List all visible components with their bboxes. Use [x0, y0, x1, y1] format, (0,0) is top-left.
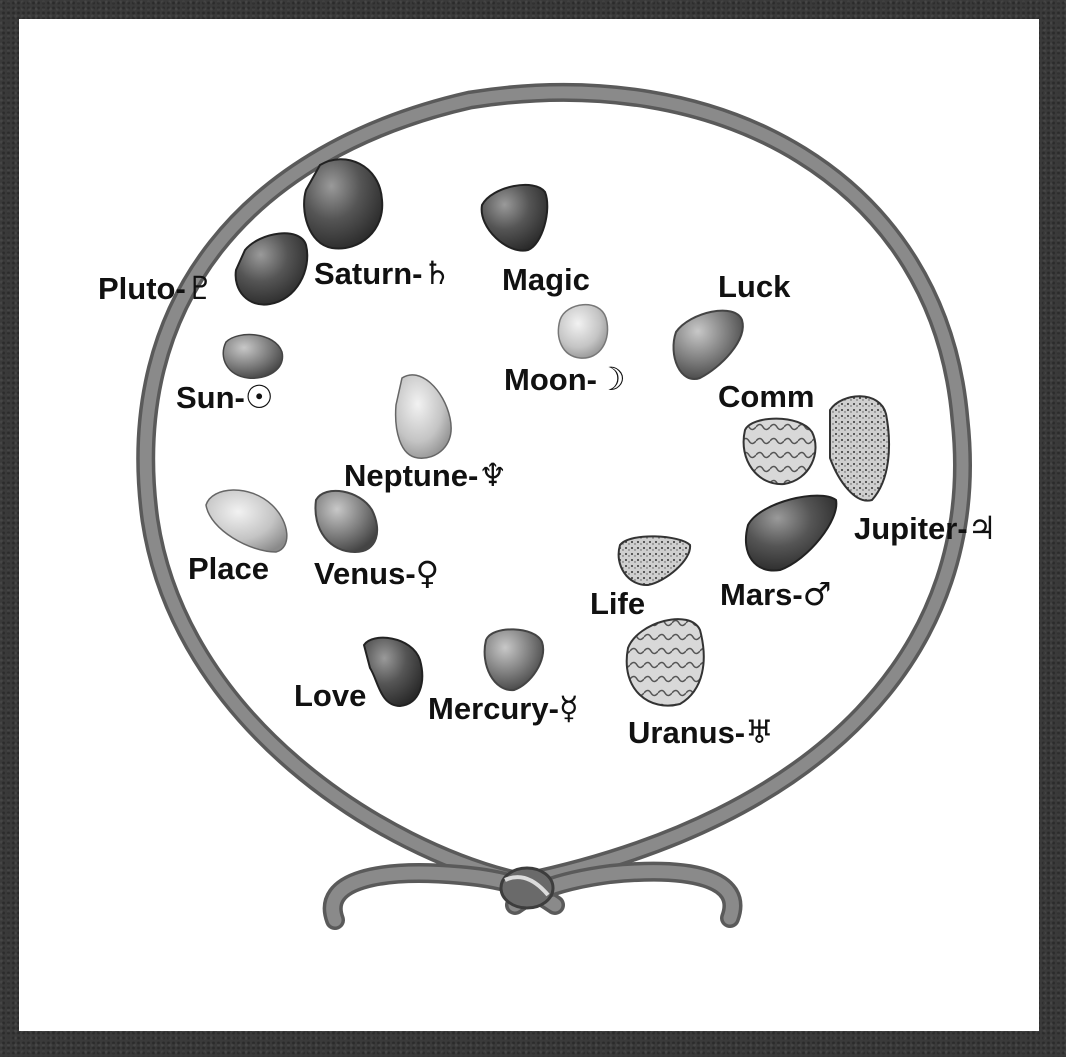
stone-sun [223, 335, 282, 379]
label-moon: Moon-☽ [504, 363, 626, 395]
label-venus: Venus-♀ [314, 557, 439, 589]
stone-pluto [236, 233, 308, 304]
label-life: Life [590, 588, 645, 619]
label-magic: Magic [502, 264, 590, 295]
stone-uranus [627, 619, 704, 706]
stone-venus [315, 491, 377, 552]
stone-moon [558, 305, 607, 358]
label-comm: Comm [718, 381, 814, 412]
label-saturn: Saturn-♄ [314, 257, 451, 289]
label-love: Love [294, 680, 366, 711]
label-luck: Luck [718, 271, 790, 302]
stone-mars [746, 496, 836, 571]
stone-love [364, 638, 422, 706]
stone-luck [673, 311, 742, 379]
stone-place [206, 490, 287, 552]
stones [206, 159, 889, 706]
label-mercury: Mercury-☿ [428, 692, 579, 724]
stone-saturn [304, 159, 382, 248]
label-jupiter: Jupiter-♃ [854, 512, 996, 544]
stone-neptune [396, 375, 451, 458]
stone-jupiter [830, 396, 889, 500]
label-neptune: Neptune-♆ [344, 459, 507, 491]
stone-life [619, 536, 691, 585]
label-pluto: Pluto-♇ [98, 272, 215, 304]
label-mars: Mars-♂ [720, 578, 831, 610]
stone-mercury [485, 629, 544, 690]
label-uranus: Uranus-♅ [628, 716, 774, 748]
label-place: Place [188, 553, 269, 584]
label-sun: Sun-☉ [176, 381, 274, 413]
stone-comm [744, 419, 816, 484]
stone-magic [482, 185, 548, 251]
